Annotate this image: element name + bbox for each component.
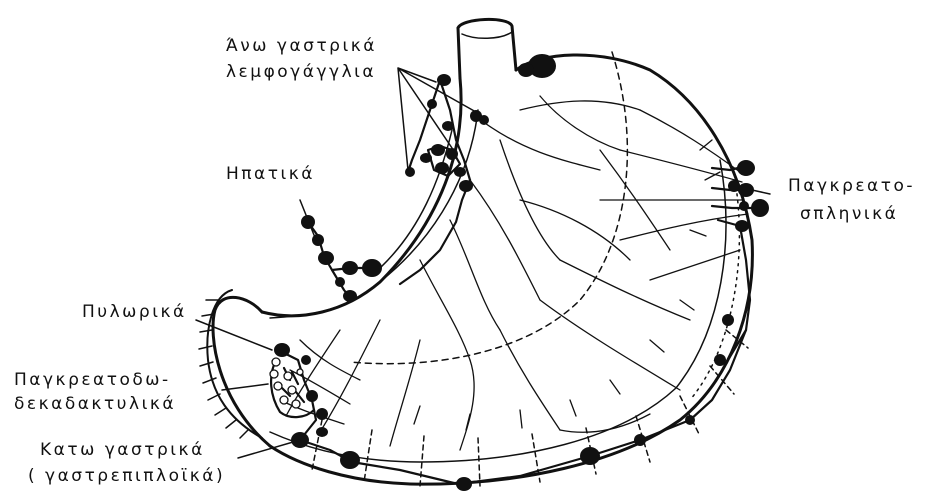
label-pancreaticosplenic-line1: Παγκρεατο- (788, 176, 915, 196)
label-pyloric: Πυλωρικά (82, 302, 187, 322)
label-upper-gastric-line2: λεμφογάγγλια (226, 62, 376, 82)
label-lower-gastric-line2: ( γαστρεπιπλοϊκά) (28, 466, 225, 486)
label-upper-gastric-line1: Άνω γαστρικά (226, 36, 377, 56)
label-pancreaticoduodenal-line2: δεκαδακτυλικά (14, 394, 176, 414)
label-pancreaticosplenic-line2: σπληνικά (800, 204, 898, 224)
label-hepatic: Ηπατικά (226, 164, 315, 184)
stomach-outline (207, 19, 752, 484)
label-lower-gastric-line1: Κατω γαστρικά (40, 440, 205, 460)
label-pancreaticoduodenal-line1: Παγκρεατοδω- (14, 370, 171, 390)
